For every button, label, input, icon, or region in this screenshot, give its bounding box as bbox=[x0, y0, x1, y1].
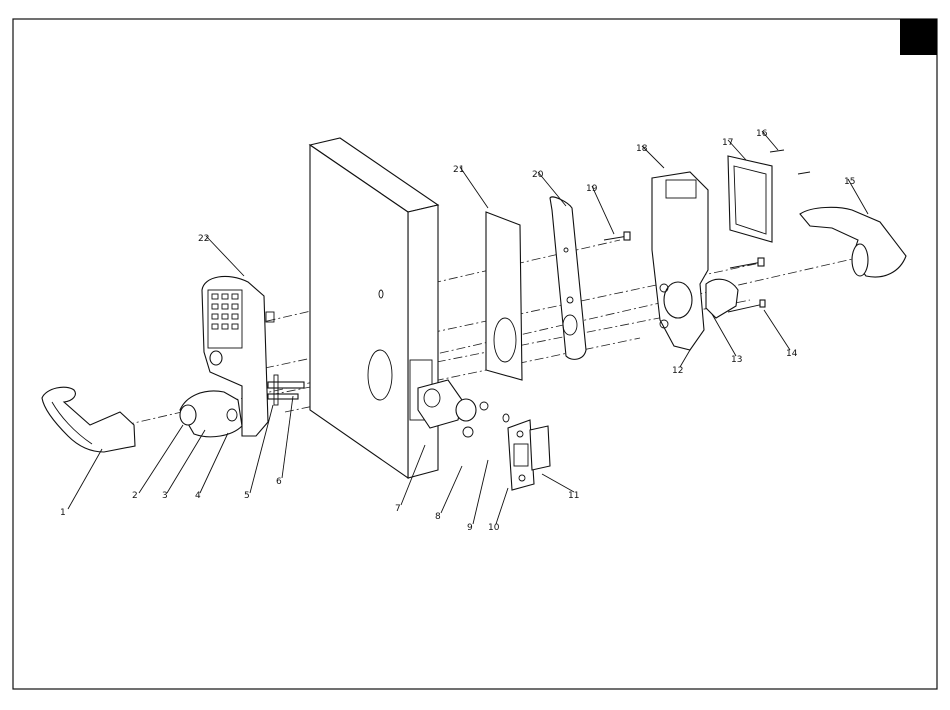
callout-14: 14 bbox=[786, 349, 798, 359]
inside-rose bbox=[706, 279, 738, 318]
callout-18: 18 bbox=[636, 144, 648, 154]
callout-5: 5 bbox=[244, 491, 250, 501]
callout-10: 10 bbox=[488, 523, 500, 533]
spindle-bars bbox=[268, 375, 304, 405]
door-panel bbox=[310, 138, 438, 478]
callout-16: 16 bbox=[756, 129, 768, 139]
callout-1: 1 bbox=[60, 508, 66, 518]
callout-3: 3 bbox=[162, 491, 168, 501]
callout-13: 13 bbox=[731, 355, 742, 365]
callout-2: 2 bbox=[132, 491, 138, 501]
outside-rose-assembly bbox=[180, 391, 242, 437]
drawing-frame bbox=[13, 19, 937, 689]
callout-8: 8 bbox=[435, 512, 441, 522]
cover-screws bbox=[770, 150, 810, 174]
callout-12: 12 bbox=[672, 366, 683, 376]
callout-22: 22 bbox=[198, 234, 209, 244]
outside-lever bbox=[42, 387, 135, 452]
callout-6: 6 bbox=[276, 477, 282, 487]
inside-chassis bbox=[652, 172, 708, 350]
callout-17: 17 bbox=[722, 138, 733, 148]
callout-4: 4 bbox=[195, 491, 201, 501]
callout-9: 9 bbox=[467, 523, 473, 533]
callout-20: 20 bbox=[532, 170, 544, 180]
callout-7: 7 bbox=[395, 504, 401, 514]
callout-15: 15 bbox=[844, 177, 855, 187]
inside-lever bbox=[800, 207, 906, 277]
callout-11: 11 bbox=[568, 491, 579, 501]
callout-19: 19 bbox=[586, 184, 598, 194]
battery-cover bbox=[728, 156, 772, 242]
mounting-plate bbox=[550, 197, 586, 359]
corner-mark bbox=[900, 19, 937, 55]
callout-21: 21 bbox=[453, 165, 464, 175]
outer-gasket bbox=[486, 212, 522, 380]
strike-plate bbox=[503, 414, 550, 490]
